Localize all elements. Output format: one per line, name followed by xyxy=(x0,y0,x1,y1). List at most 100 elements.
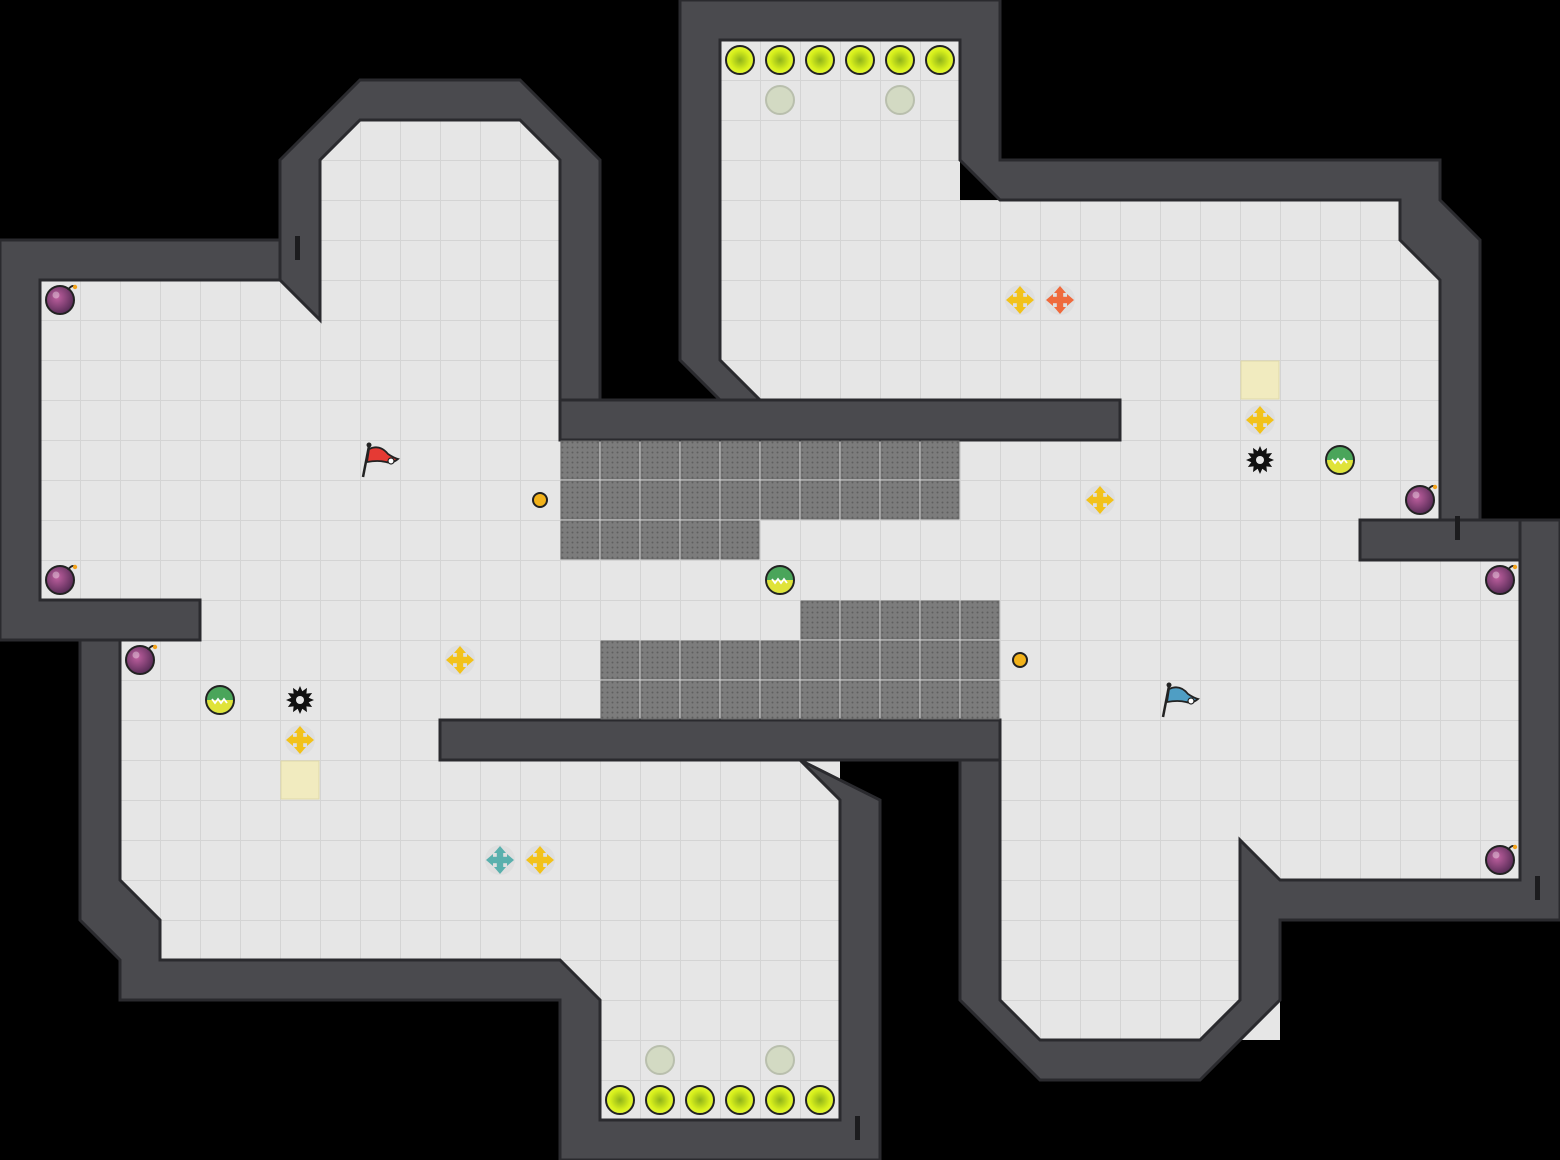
gate-tile xyxy=(720,440,760,480)
marker-layer xyxy=(280,360,1280,800)
red-flag-icon xyxy=(361,442,400,478)
button-icon xyxy=(1012,652,1028,668)
wall-mid-lower xyxy=(438,718,1002,762)
gate-tile xyxy=(760,440,800,480)
boost-icon xyxy=(1245,405,1275,435)
powerup-icon xyxy=(725,1085,755,1115)
gate-tile xyxy=(880,440,920,480)
gate-tile xyxy=(600,440,640,480)
red-boost-icon xyxy=(1045,285,1075,315)
gate-tile xyxy=(680,640,720,680)
gate-tile xyxy=(840,680,880,720)
spike-icon xyxy=(286,686,314,714)
gate-tile xyxy=(600,520,640,560)
powerup-icon xyxy=(685,1085,715,1115)
gate-tile xyxy=(760,640,800,680)
powerup-icon xyxy=(805,1085,835,1115)
spike-icon xyxy=(1246,446,1274,474)
gate-tile xyxy=(640,680,680,720)
powerup-icon xyxy=(805,45,835,75)
gate-tile xyxy=(560,480,600,520)
bomb-icon xyxy=(1485,564,1518,595)
powerup-icon xyxy=(725,45,755,75)
notch xyxy=(295,236,300,260)
powerup-icon xyxy=(925,45,955,75)
powerup-icon xyxy=(605,1085,635,1115)
portal-icon xyxy=(765,85,795,115)
powerup-icon xyxy=(765,45,795,75)
powerup-icon xyxy=(845,45,875,75)
gate-tile xyxy=(720,640,760,680)
gate-tile xyxy=(560,520,600,560)
gate-tile xyxy=(920,440,960,480)
gate-tile xyxy=(840,600,880,640)
notch xyxy=(855,1116,860,1140)
gate-tile xyxy=(800,480,840,520)
gate-tile xyxy=(600,480,640,520)
boost-icon xyxy=(285,725,315,755)
gate-tile xyxy=(920,600,960,640)
notch xyxy=(1455,516,1460,540)
gate-tile xyxy=(840,640,880,680)
gate-tile xyxy=(680,480,720,520)
boost-icon xyxy=(1085,485,1115,515)
gate-tile xyxy=(920,480,960,520)
gate-tile xyxy=(800,440,840,480)
gate-tile xyxy=(960,640,1000,680)
gate-tile xyxy=(760,480,800,520)
gate-tile xyxy=(720,480,760,520)
wall-left-upper xyxy=(278,78,602,402)
gate-tile xyxy=(640,480,680,520)
gate-tile xyxy=(960,680,1000,720)
gate-tile xyxy=(800,680,840,720)
gate-tile xyxy=(600,640,640,680)
gate-tile xyxy=(880,480,920,520)
marker-tile xyxy=(1240,360,1280,400)
powerup-icon xyxy=(645,1085,675,1115)
gate-tile xyxy=(680,520,720,560)
wall-right-ledge xyxy=(1358,518,1522,562)
gate-tile xyxy=(680,680,720,720)
blue-flag-icon xyxy=(1161,682,1200,718)
gate-tile xyxy=(560,440,600,480)
portal-icon xyxy=(885,85,915,115)
gate-tile xyxy=(720,680,760,720)
boost-icon xyxy=(525,845,555,875)
powerup-icon xyxy=(885,45,915,75)
boost-icon xyxy=(445,645,475,675)
gate-tile xyxy=(640,440,680,480)
button-icon xyxy=(532,492,548,508)
gate-tile xyxy=(920,680,960,720)
portal-icon xyxy=(645,1045,675,1075)
wall-mid-upper xyxy=(558,398,1122,442)
gate-tile xyxy=(840,480,880,520)
gate-tile xyxy=(680,440,720,480)
gate-toggle-icon xyxy=(205,685,235,715)
gate-toggle-icon xyxy=(1325,445,1355,475)
gate-tile xyxy=(640,640,680,680)
object-layer xyxy=(45,45,1518,1115)
wall-notches xyxy=(295,236,1540,1140)
gate-tile xyxy=(880,600,920,640)
portal-icon xyxy=(765,1045,795,1075)
gate-tile xyxy=(800,640,840,680)
powerup-icon xyxy=(765,1085,795,1115)
bomb-icon xyxy=(45,564,78,595)
gate-tile xyxy=(880,640,920,680)
gate-tile xyxy=(960,600,1000,640)
marker-tile xyxy=(280,760,320,800)
notch xyxy=(1535,876,1540,900)
bomb-icon xyxy=(125,644,158,675)
gate-tile xyxy=(760,680,800,720)
gate-tile xyxy=(720,520,760,560)
wall-left-lower xyxy=(78,638,882,1160)
gate-tile xyxy=(920,640,960,680)
bomb-icon xyxy=(1405,484,1438,515)
gate-tile xyxy=(840,440,880,480)
bomb-icon xyxy=(1485,844,1518,875)
gate-tile xyxy=(600,680,640,720)
gate-tile xyxy=(800,600,840,640)
boost-icon xyxy=(1005,285,1035,315)
